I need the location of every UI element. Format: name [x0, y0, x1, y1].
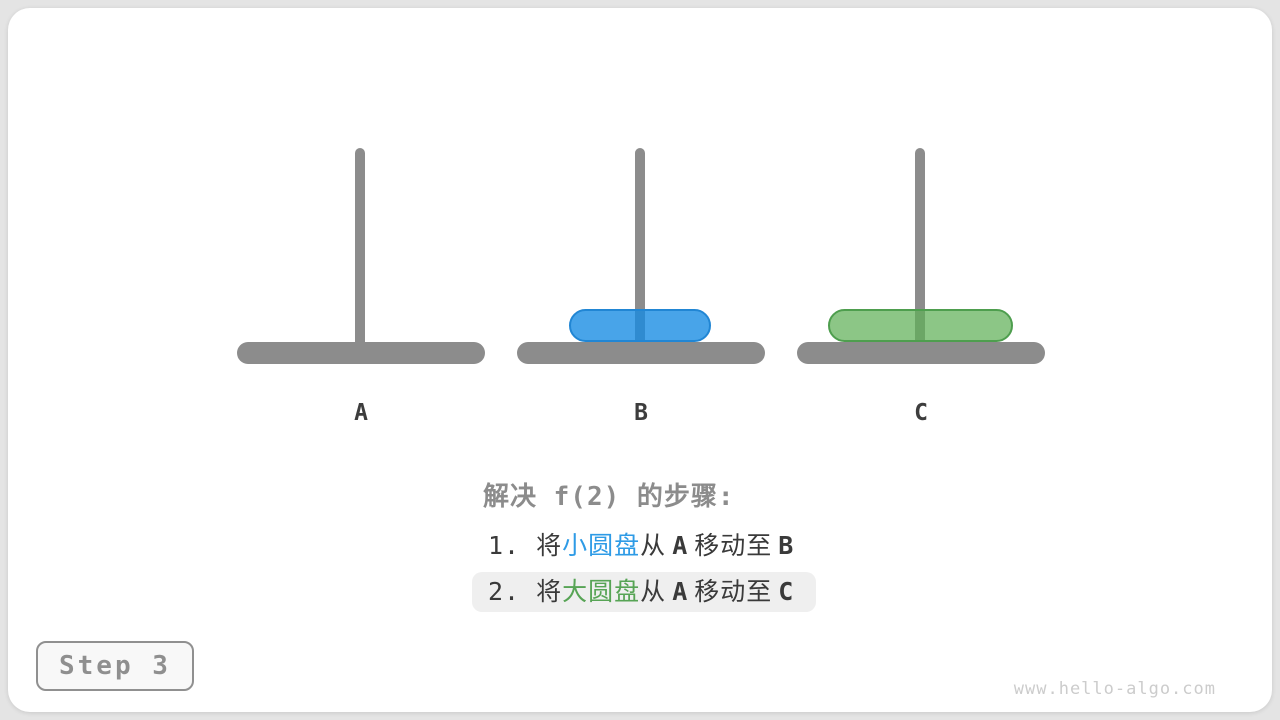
step-text: C	[778, 577, 795, 606]
step-text: 移动至	[694, 531, 773, 560]
peg-a-pole	[355, 148, 365, 353]
step-text: 1. 将	[488, 531, 563, 560]
step-badge-label: Step 3	[59, 651, 171, 681]
step-badge: Step 3	[36, 641, 194, 691]
small-disk	[569, 309, 711, 342]
peg-c-label: C	[914, 400, 928, 426]
step-text: 2. 将	[488, 577, 563, 606]
peg-b-pole	[635, 148, 645, 353]
disk-word: 大圆盘	[562, 577, 641, 606]
watermark-url: www.hello-algo.com	[1013, 679, 1216, 699]
step-text: 从	[640, 577, 667, 606]
large-disk	[828, 309, 1013, 342]
peg-b-base	[517, 342, 765, 364]
step-text: 从	[640, 531, 667, 560]
peg-a-label: A	[354, 400, 368, 426]
step-text: B	[778, 531, 795, 560]
step-text: A	[672, 577, 689, 606]
peg-c-base	[797, 342, 1045, 364]
peg-b-label: B	[634, 400, 648, 426]
peg-a-base	[237, 342, 485, 364]
step-text: 移动至	[694, 577, 773, 606]
disk-word: 小圆盘	[562, 531, 641, 560]
step-text: A	[672, 531, 689, 560]
peg-c-pole	[915, 148, 925, 353]
caption-title: 解决 f(2) 的步骤:	[483, 482, 735, 512]
